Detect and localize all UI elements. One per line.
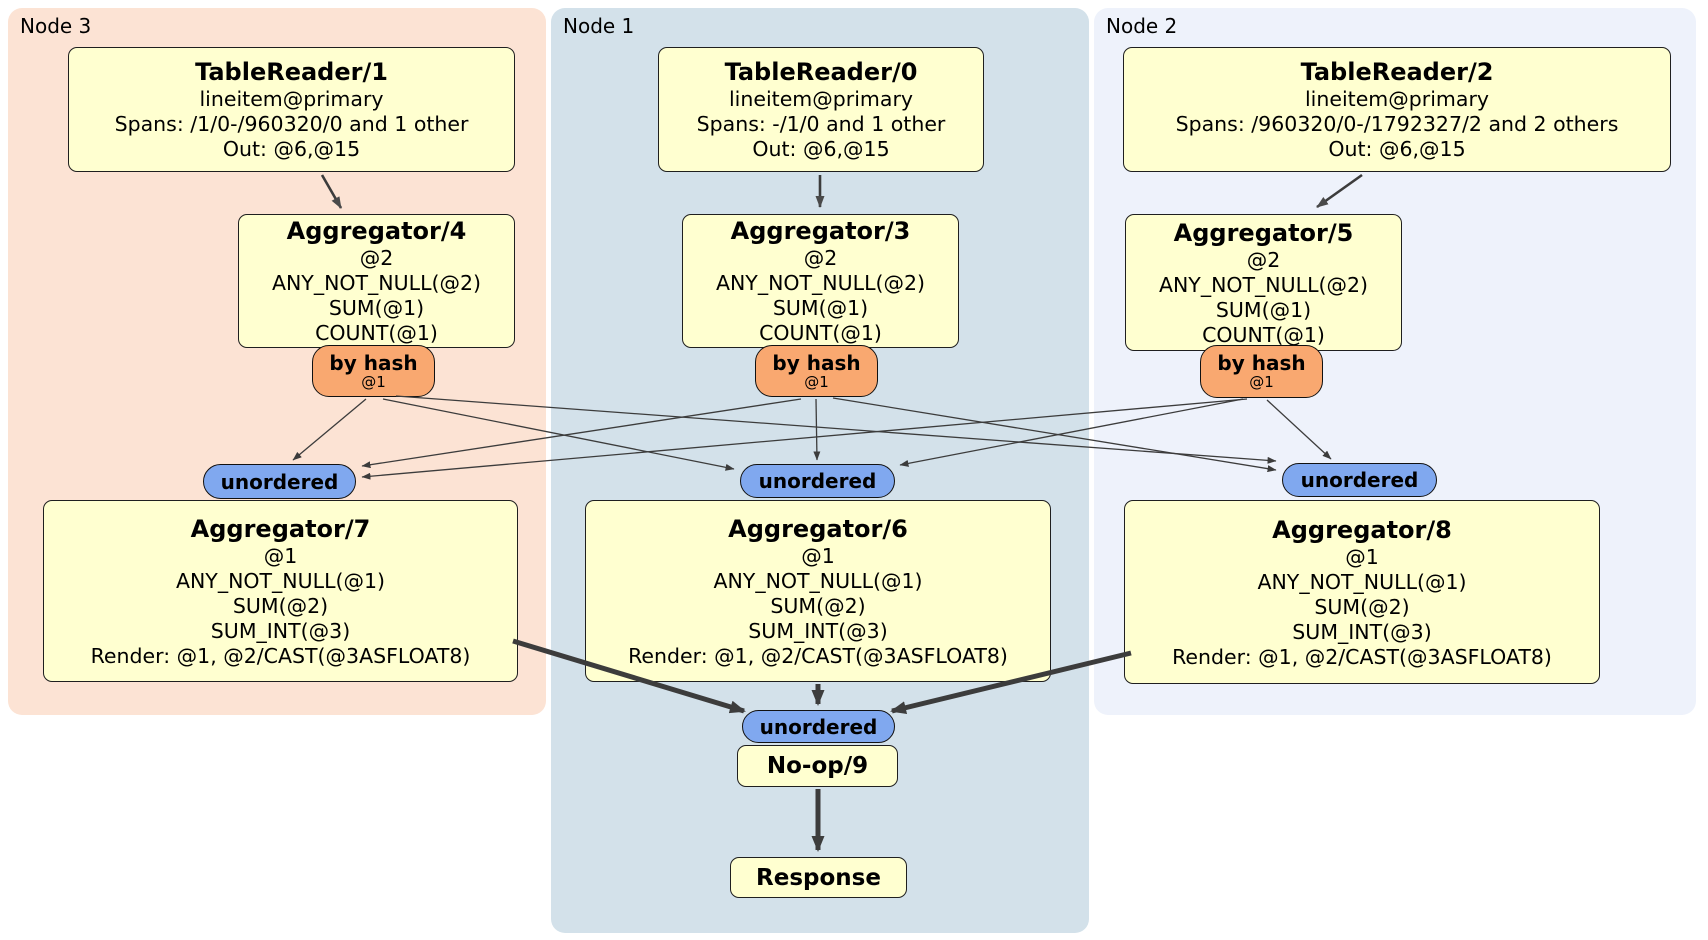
aggregator-8-group: @1 [1345,544,1379,569]
unordered-label: unordered [220,469,339,494]
unordered-label: unordered [1300,468,1419,492]
node-aggregator-8: Aggregator/8 @1 ANY_NOT_NULL(@1) SUM(@2)… [1124,500,1600,684]
noop-9-title: No-op/9 [766,753,869,779]
node-noop-9: No-op/9 [737,745,898,787]
aggregator-8-title: Aggregator/8 [1272,515,1452,544]
tablereader-1-out: Out: @6,@15 [222,137,361,161]
aggregator-7-fn2: SUM(@2) [232,593,329,618]
aggregator-4-fn3: COUNT(@1) [315,321,438,345]
aggregator-6-group: @1 [801,543,835,568]
aggregator-3-group: @2 [803,246,838,270]
node-aggregator-5: Aggregator/5 @2 ANY_NOT_NULL(@2) SUM(@1)… [1125,214,1402,351]
node-tablereader-0: TableReader/0 lineitem@primary Spans: -/… [658,47,984,172]
tablereader-0-spans: Spans: -/1/0 and 1 other [696,112,946,136]
aggregator-5-fn2: SUM(@1) [1215,297,1312,322]
aggregator-5-title: Aggregator/5 [1173,218,1354,247]
panel-node2-label: Node 2 [1106,14,1178,38]
tablereader-0-title: TableReader/0 [724,58,918,86]
response-title: Response [756,864,881,891]
by-hash-label: by hash [772,350,861,375]
by-hash-label: by hash [1217,351,1306,376]
unordered-pill-final: unordered [742,710,895,743]
aggregator-7-fn3: SUM_INT(@3) [210,618,351,643]
aggregator-3-title: Aggregator/3 [730,217,911,245]
tablereader-2-index: lineitem@primary [1304,87,1490,111]
unordered-label: unordered [759,714,878,739]
by-hash-pill-node1: by hash @1 [755,345,878,397]
tablereader-0-out: Out: @6,@15 [752,137,890,161]
aggregator-3-fn2: SUM(@1) [772,296,869,320]
unordered-pill-node2: unordered [1282,463,1437,497]
node-tablereader-2: TableReader/2 lineitem@primary Spans: /9… [1123,47,1671,172]
aggregator-6-fn1: ANY_NOT_NULL(@1) [713,568,923,593]
unordered-pill-node3: unordered [203,464,356,499]
node-tablereader-1: TableReader/1 lineitem@primary Spans: /1… [68,47,515,172]
aggregator-4-fn2: SUM(@1) [328,296,425,320]
tablereader-1-spans: Spans: /1/0-/960320/0 and 1 other [114,112,469,136]
panel-node1-label: Node 1 [563,14,635,38]
tablereader-2-out: Out: @6,@15 [1328,137,1466,161]
node-aggregator-7: Aggregator/7 @1 ANY_NOT_NULL(@1) SUM(@2)… [43,500,518,682]
aggregator-7-group: @1 [263,543,298,568]
aggregator-5-fn3: COUNT(@1) [1202,322,1325,347]
tablereader-1-index: lineitem@primary [199,87,384,111]
node-aggregator-6: Aggregator/6 @1 ANY_NOT_NULL(@1) SUM(@2)… [585,500,1051,682]
aggregator-7-title: Aggregator/7 [190,514,371,543]
tablereader-1-title: TableReader/1 [195,58,388,86]
by-hash-label: by hash [329,350,418,375]
aggregator-4-group: @2 [359,246,394,270]
aggregator-3-fn3: COUNT(@1) [759,321,882,345]
unordered-pill-node1: unordered [740,464,895,498]
by-hash-detail: @1 [804,372,829,391]
unordered-label: unordered [758,469,877,493]
tablereader-2-title: TableReader/2 [1300,58,1494,86]
tablereader-2-spans: Spans: /960320/0-/1792327/2 and 2 others [1175,112,1619,136]
aggregator-8-fn3: SUM_INT(@3) [1292,619,1432,644]
by-hash-detail: @1 [1249,373,1274,392]
aggregator-6-render: Render: @1, @2/CAST(@3ASFLOAT8) [628,643,1008,668]
aggregator-7-render: Render: @1, @2/CAST(@3ASFLOAT8) [90,643,471,668]
by-hash-pill-node3: by hash @1 [312,345,435,397]
aggregator-4-title: Aggregator/4 [286,217,467,245]
aggregator-5-fn1: ANY_NOT_NULL(@2) [1158,272,1369,297]
aggregator-8-fn2: SUM(@2) [1314,594,1410,619]
aggregator-7-fn1: ANY_NOT_NULL(@1) [175,568,386,593]
node-aggregator-4: Aggregator/4 @2 ANY_NOT_NULL(@2) SUM(@1)… [238,214,515,348]
node-response: Response [730,857,907,898]
aggregator-6-fn3: SUM_INT(@3) [748,618,888,643]
aggregator-6-fn2: SUM(@2) [770,593,866,618]
aggregator-3-fn1: ANY_NOT_NULL(@2) [715,271,926,295]
panel-node3-label: Node 3 [20,14,92,38]
tablereader-0-index: lineitem@primary [728,87,914,111]
aggregator-8-fn1: ANY_NOT_NULL(@1) [1257,569,1467,594]
by-hash-pill-node2: by hash @1 [1200,345,1323,398]
aggregator-8-render: Render: @1, @2/CAST(@3ASFLOAT8) [1172,644,1552,669]
aggregator-4-fn1: ANY_NOT_NULL(@2) [271,271,482,295]
aggregator-5-group: @2 [1246,247,1281,272]
aggregator-6-title: Aggregator/6 [728,514,908,543]
node-aggregator-3: Aggregator/3 @2 ANY_NOT_NULL(@2) SUM(@1)… [682,214,959,348]
by-hash-detail: @1 [361,372,386,391]
